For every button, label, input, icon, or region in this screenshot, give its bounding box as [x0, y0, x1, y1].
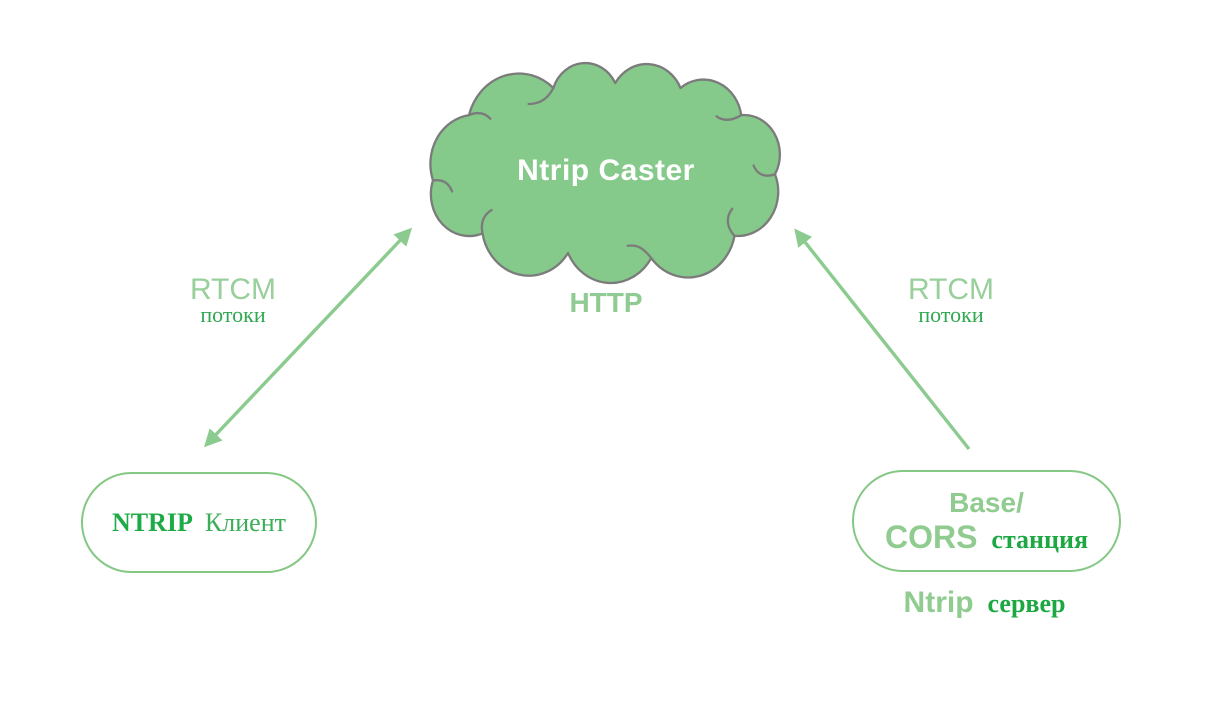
client-role: Клиент [204, 507, 286, 537]
rtcm-protocol-left: RTCM [189, 273, 277, 306]
rtcm-streams-right: потоки [918, 302, 984, 327]
rtcm-streams-left: потоки [200, 302, 266, 327]
server-role: сервер [987, 589, 1066, 618]
node-base-cors-station: Base/ CORS станция [852, 470, 1121, 572]
client-name: NTRIP [112, 507, 193, 537]
bidirectional-arrow-left [203, 227, 413, 448]
cloud-title: Ntrip Caster [517, 154, 695, 187]
server-name: Ntrip [903, 586, 974, 619]
base-node-role: станция [991, 524, 1089, 554]
http-protocol-label: HTTP [569, 287, 643, 318]
cloud-shape [430, 63, 779, 283]
rtcm-label-left: RTCM потоки [163, 274, 303, 326]
ntrip-server-caption: Ntrip сервер [852, 586, 1117, 620]
rtcm-protocol-right: RTCM [907, 273, 995, 306]
rtcm-label-right: RTCM потоки [881, 274, 1021, 326]
arrow-right-up [794, 228, 971, 451]
base-node-line1: Base/ [949, 486, 1024, 518]
node-ntrip-client: NTRIP Клиент [81, 472, 317, 573]
cloud-inner-arcs [433, 88, 775, 258]
base-node-name: CORS [884, 518, 978, 555]
